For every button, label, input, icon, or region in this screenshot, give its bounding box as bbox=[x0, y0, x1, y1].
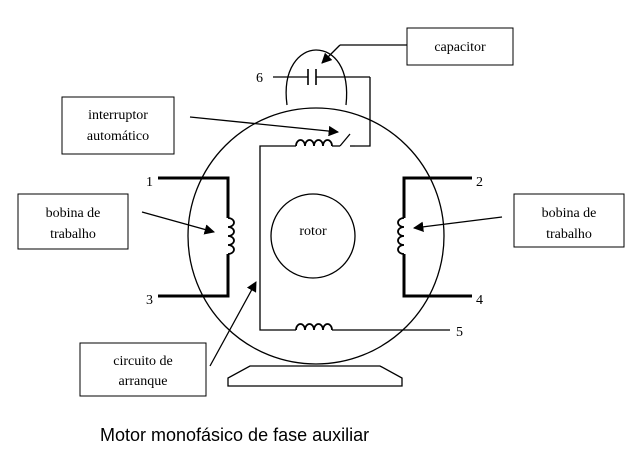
terminal-5: 5 bbox=[456, 325, 463, 340]
terminal-4: 4 bbox=[476, 293, 483, 308]
automatic-switch-contact bbox=[339, 133, 351, 147]
left-bobina-label-line2: trabalho bbox=[50, 227, 96, 242]
terminal-3: 3 bbox=[146, 293, 153, 308]
left-bobina-label-line1: bobina de bbox=[46, 206, 101, 221]
diagram-caption: Motor monofásico de fase auxiliar bbox=[100, 425, 369, 445]
left-working-coil bbox=[227, 217, 235, 255]
right-bobina-label-box bbox=[513, 193, 625, 248]
left-working-wire bbox=[158, 176, 230, 218]
left-bobina-arrow bbox=[141, 211, 216, 235]
auxiliary-coil-bottom bbox=[295, 323, 333, 331]
interruptor-label-line1: interruptor bbox=[88, 108, 148, 123]
circuito-label-line1: circuito de bbox=[113, 354, 172, 369]
capacitor-arrow bbox=[321, 44, 341, 64]
capacitor-return-wire bbox=[355, 77, 371, 147]
terminal-6: 6 bbox=[256, 71, 263, 86]
circuito-label-line2: arranque bbox=[119, 374, 168, 389]
right-working-wire-bottom bbox=[402, 254, 472, 298]
right-working-coil bbox=[397, 217, 405, 255]
circuito-arrow bbox=[209, 281, 257, 367]
interruptor-label-line2: automático bbox=[87, 129, 149, 144]
right-bobina-arrow bbox=[412, 216, 503, 232]
right-bobina-label-line1: bobina de bbox=[542, 206, 597, 221]
rotor-circle bbox=[270, 193, 356, 279]
motor-base bbox=[227, 365, 403, 387]
terminal-1: 1 bbox=[146, 175, 153, 190]
right-bobina-label-line2: trabalho bbox=[546, 227, 592, 242]
interruptor-arrow bbox=[189, 116, 340, 137]
left-working-wire-bottom bbox=[158, 254, 230, 298]
circuito-label-box bbox=[79, 342, 207, 397]
starting-circuit-wire bbox=[259, 145, 296, 331]
interruptor-label-box bbox=[61, 96, 175, 155]
rotor-label: rotor bbox=[299, 224, 327, 239]
auxiliary-coil-top bbox=[295, 139, 333, 147]
capacitor-label-box bbox=[406, 27, 514, 66]
terminal-2: 2 bbox=[476, 175, 483, 190]
right-working-wire bbox=[402, 176, 472, 218]
capacitor-label: capacitor bbox=[434, 40, 486, 55]
left-bobina-label-box bbox=[17, 193, 129, 250]
